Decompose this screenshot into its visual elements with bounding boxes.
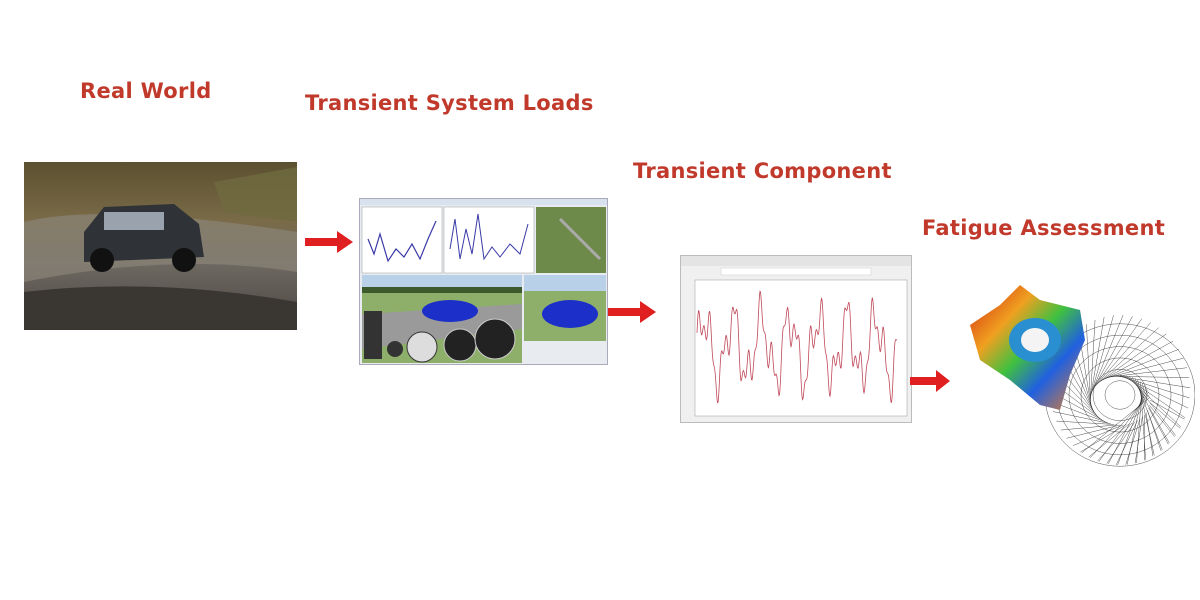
arrow-right-icon: [305, 231, 353, 253]
fea-mesh-model: [960, 280, 1195, 472]
load-signal-trace: [696, 290, 898, 404]
load-time-history-plot: [680, 255, 912, 423]
simulation-window: [359, 198, 608, 365]
arrow-right-icon: [910, 370, 950, 392]
stage-label-real-world: Real World: [80, 79, 212, 103]
arrow-right-icon: [608, 301, 656, 323]
car-photo: [24, 162, 297, 330]
stage-label-transient-component: Transient Component: [633, 159, 892, 183]
stage-label-transient-system-loads: Transient System Loads: [305, 91, 594, 115]
stage-label-fatigue-assessment: Fatigue Assessment: [922, 216, 1166, 240]
